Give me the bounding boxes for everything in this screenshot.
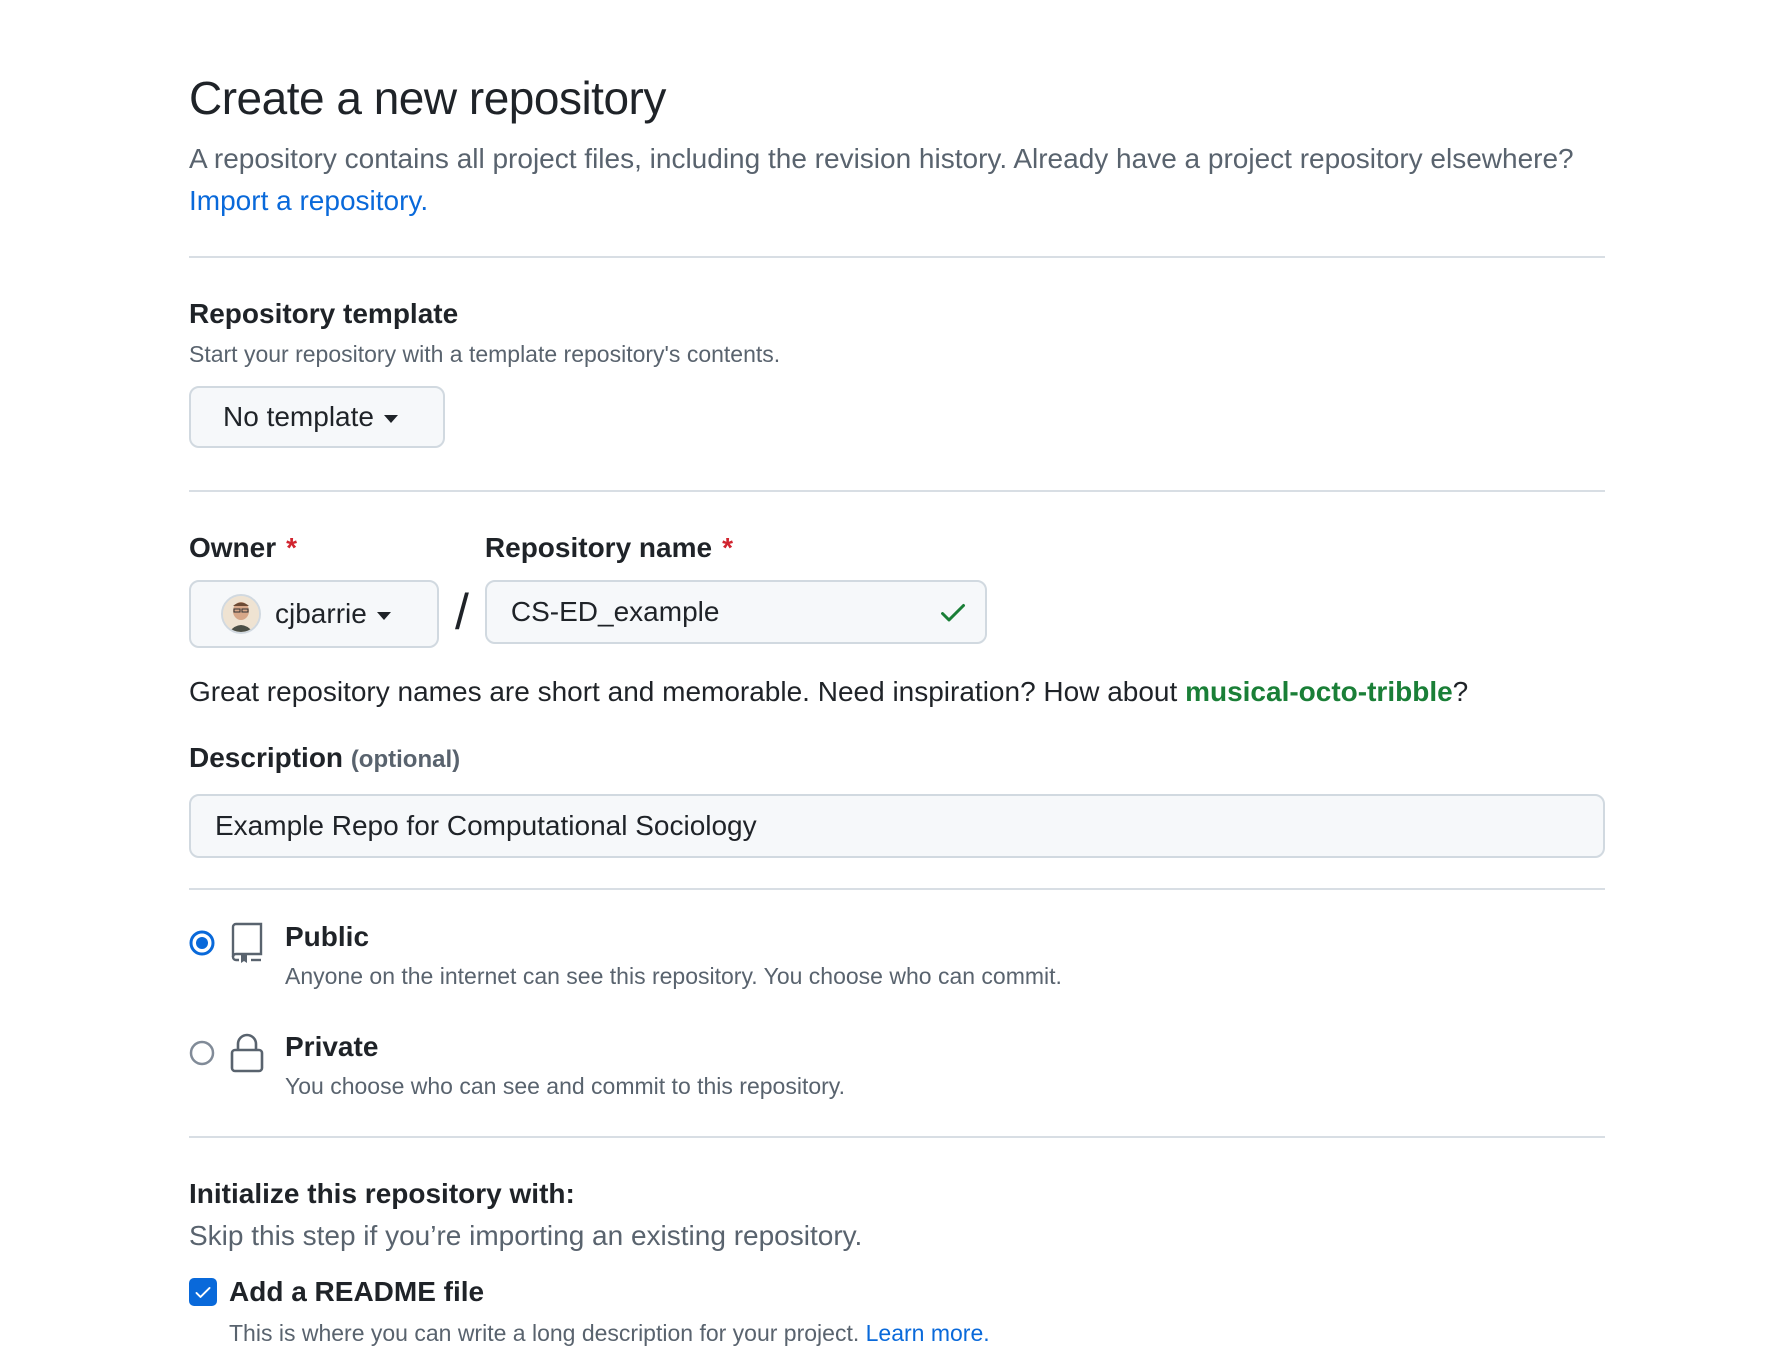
required-mark: *: [286, 532, 298, 563]
check-icon: [195, 1287, 211, 1298]
readme-option[interactable]: Add a README file: [189, 1276, 1605, 1308]
owner-repo-separator: /: [455, 584, 469, 640]
description-label-text: Description: [189, 742, 344, 773]
template-heading: Repository template: [189, 298, 459, 329]
description-label: Description (optional): [189, 740, 1605, 778]
required-mark: *: [722, 532, 733, 563]
description-value: Example Repo for Computational Sociology: [215, 810, 757, 841]
avatar: [221, 594, 261, 634]
caret-down-icon: [376, 612, 391, 620]
hint-text: Great repository names are short and mem…: [189, 676, 1186, 707]
repo-name-label: Repository name *: [485, 530, 987, 566]
check-icon: [937, 596, 969, 635]
divider: [189, 1136, 1605, 1138]
initialize-subtext: Skip this step if you’re importing an ex…: [189, 1220, 863, 1251]
private-title: Private: [285, 1031, 379, 1062]
radio-public[interactable]: [189, 930, 215, 961]
visibility-options: Public Anyone on the internet can see th…: [189, 920, 1605, 1102]
template-subtext: Start your repository with a template re…: [189, 341, 781, 367]
template-section: Repository template Start your repositor…: [189, 296, 1605, 448]
import-repository-link[interactable]: Import a repository.: [189, 185, 429, 216]
repo-name-value: CS-ED_example: [510, 596, 720, 627]
private-subtext: You choose who can see and commit to thi…: [285, 1073, 845, 1099]
divider: [189, 490, 1605, 492]
name-suggestion[interactable]: musical-octo-tribble: [1185, 676, 1453, 707]
readme-checkbox[interactable]: [189, 1278, 217, 1306]
visibility-option-private[interactable]: Private You choose who can see and commi…: [189, 1030, 1605, 1102]
readme-subtext: This is where you can write a long descr…: [229, 1318, 1605, 1348]
hint-end: ?: [1452, 676, 1469, 707]
owner-value: cjbarrie: [275, 598, 367, 629]
public-text: Public Anyone on the internet can see th…: [285, 920, 1062, 992]
initialize-heading: Initialize this repository with:: [189, 1178, 575, 1209]
repo-icon: [229, 922, 265, 969]
owner-label-text: Owner: [189, 532, 277, 563]
divider: [189, 888, 1605, 890]
readme-subtext-text: This is where you can write a long descr…: [229, 1320, 866, 1346]
repo-name-field: Repository name * CS-ED_example: [484, 530, 987, 644]
create-repo-page: Create a new repository A repository con…: [189, 72, 1605, 1348]
name-hint: Great repository names are short and mem…: [189, 674, 1605, 710]
public-title: Public: [285, 921, 370, 952]
page-title: Create a new repository: [189, 72, 666, 124]
intro-sentence: A repository contains all project files,…: [189, 143, 1574, 174]
divider: [189, 256, 1605, 258]
description-input[interactable]: Example Repo for Computational Sociology: [189, 794, 1605, 858]
template-button-label: No template: [223, 401, 374, 432]
public-subtext: Anyone on the internet can see this repo…: [285, 963, 1062, 989]
repo-name-input[interactable]: CS-ED_example: [484, 580, 987, 644]
lock-icon: [229, 1032, 265, 1079]
readme-label: Add a README file: [229, 1276, 485, 1307]
learn-more-link[interactable]: Learn more.: [865, 1320, 990, 1346]
repo-name-label-text: Repository name: [484, 532, 713, 563]
caret-down-icon: [383, 415, 398, 423]
owner-dropdown-button[interactable]: cjbarrie: [189, 580, 439, 648]
owner-repo-row: Owner * cjbarrie /: [189, 530, 1605, 648]
visibility-option-public[interactable]: Public Anyone on the internet can see th…: [189, 920, 1605, 992]
template-dropdown-button[interactable]: No template: [189, 386, 445, 448]
optional-tag: (optional): [350, 746, 461, 773]
private-text: Private You choose who can see and commi…: [285, 1030, 845, 1102]
owner-field: Owner * cjbarrie: [189, 530, 439, 648]
intro-text: A repository contains all project files,…: [189, 138, 1605, 222]
radio-private[interactable]: [189, 1040, 215, 1071]
initialize-section: Initialize this repository with: Skip th…: [189, 1176, 1605, 1348]
owner-label: Owner *: [189, 530, 439, 566]
